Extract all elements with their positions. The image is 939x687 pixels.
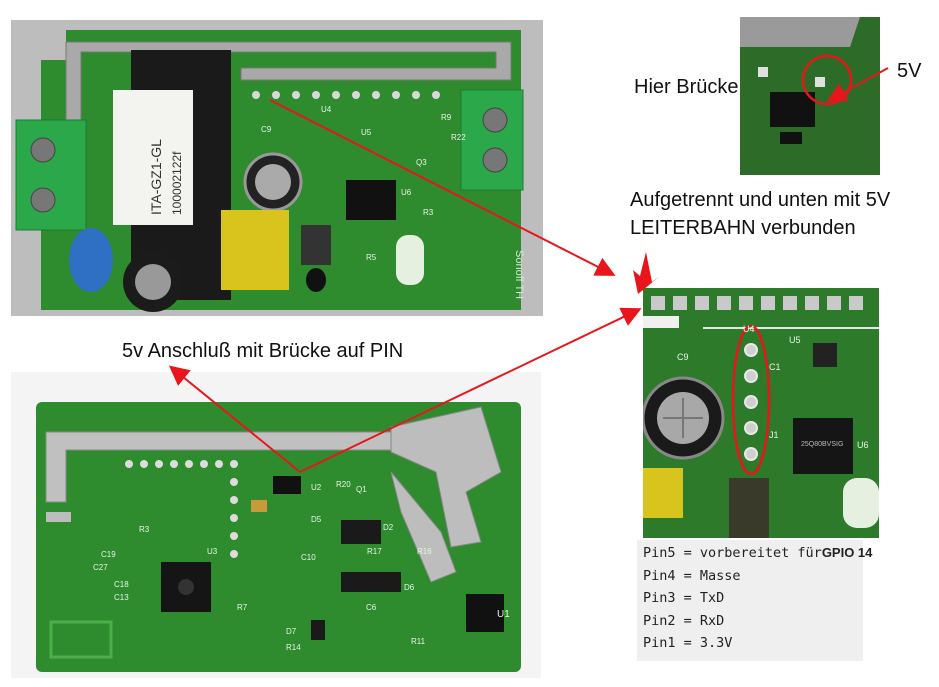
sensor-u5	[813, 343, 837, 367]
svg-text:R7: R7	[237, 603, 248, 612]
arrow-5v	[826, 67, 889, 102]
svg-text:U4: U4	[321, 105, 332, 114]
label-anschluss: 5v Anschluß mit Brücke auf PIN	[122, 340, 404, 362]
arrow-top-to-detail	[269, 99, 616, 276]
transformer-yellow	[221, 210, 289, 290]
svg-text:U4: U4	[743, 324, 755, 334]
led	[396, 235, 424, 285]
svg-text:U2: U2	[311, 483, 322, 492]
svg-text:C19: C19	[101, 550, 116, 559]
svg-text:D5: D5	[311, 515, 322, 524]
regulator-detail	[770, 92, 815, 127]
label-aufgetrennt-line2: LEITERBAHN verbunden	[630, 217, 856, 239]
photo-board-top: ITA-GZ1-GL 100002122f Sonoff TH	[11, 20, 543, 316]
svg-text:C9: C9	[677, 352, 689, 362]
svg-text:R17: R17	[367, 547, 382, 556]
pin-table: Pin5 = vorbereitet fürGPIO 14 Pin4 = Mas…	[637, 540, 873, 661]
pin-highlight-ellipse	[731, 324, 771, 476]
bold-red-arrow	[633, 252, 660, 294]
detail-header-drawing: 25Q80BVSIG U4 U5 U6 C9 C1 J1	[643, 288, 879, 538]
svg-text:R14: R14	[286, 643, 301, 652]
svg-text:U6: U6	[401, 188, 412, 197]
arrow-to-anschluss	[168, 365, 301, 473]
pin-row: Pin5 = vorbereitet fürGPIO 14	[643, 545, 873, 561]
svg-text:R11: R11	[411, 637, 426, 646]
svg-text:R5: R5	[366, 253, 377, 262]
pin-header-5	[744, 343, 758, 461]
svg-text:C10: C10	[301, 553, 316, 562]
arrow-bottom-to-detail	[299, 307, 642, 473]
bridge-circle	[801, 54, 853, 106]
svg-text:C13: C13	[114, 593, 129, 602]
svg-text:C6: C6	[366, 603, 377, 612]
tact-switch	[301, 225, 331, 265]
board-top-drawing: ITA-GZ1-GL 100002122f Sonoff TH	[11, 20, 543, 316]
pin-holes	[125, 460, 238, 558]
label-aufgetrennt: Aufgetrennt und unten mit 5V LEITERBAHN …	[630, 186, 890, 242]
svg-text:U5: U5	[361, 128, 372, 137]
svg-text:U3: U3	[207, 547, 218, 556]
svg-text:D7: D7	[286, 627, 297, 636]
photo-board-bottom: U2 U3 U1 D2 D5 Q1 R20 R17 R16 C19 C27 C1…	[11, 372, 541, 678]
brand-text: Sonoff TH	[513, 250, 525, 299]
chip-u6	[346, 180, 396, 220]
chip-u6-detail	[793, 418, 853, 474]
svg-text:D6: D6	[404, 583, 415, 592]
pin-row: Pin1 = 3.3V	[643, 635, 733, 651]
svg-text:R22: R22	[451, 133, 466, 142]
chip-u1	[466, 594, 504, 632]
varistor-blue	[69, 228, 113, 292]
svg-text:U5: U5	[789, 335, 801, 345]
pcb-bottom	[36, 402, 521, 672]
svg-text:C18: C18	[114, 580, 129, 589]
pin-highlight: GPIO 14	[821, 545, 873, 560]
svg-text:Q1: Q1	[356, 485, 367, 494]
pin-row: Pin4 = Masse	[643, 567, 741, 584]
pin-header-row	[252, 91, 440, 99]
relay-text-1: ITA-GZ1-GL	[148, 139, 164, 215]
label-hier-bruecke: Hier Brücke	[634, 76, 739, 98]
pin-row: Pin3 = TxD	[643, 590, 725, 606]
svg-text:C27: C27	[93, 563, 108, 572]
terminal-left	[15, 119, 87, 231]
svg-text:C9: C9	[261, 125, 272, 134]
relay-label	[113, 90, 193, 225]
label-5v: 5V	[897, 60, 922, 82]
svg-text:J1: J1	[769, 430, 779, 440]
svg-text:R20: R20	[336, 480, 351, 489]
photo-detail-header: 25Q80BVSIG U4 U5 U6 C9 C1 J1	[643, 288, 879, 538]
svg-text:U6: U6	[857, 440, 869, 450]
svg-text:R3: R3	[139, 525, 150, 534]
svg-text:C1: C1	[769, 362, 781, 372]
regulator-u2	[273, 476, 301, 494]
chip-text: 25Q80BVSIG	[801, 441, 843, 448]
svg-text:U1: U1	[497, 609, 510, 620]
switch-detail	[729, 478, 769, 538]
svg-text:D2: D2	[383, 523, 394, 532]
board-bottom-drawing: U2 U3 U1 D2 D5 Q1 R20 R17 R16 C19 C27 C1…	[11, 372, 541, 678]
relay-text-2: 100002122f	[170, 151, 184, 215]
svg-text:R3: R3	[423, 208, 434, 217]
svg-text:Q3: Q3	[416, 158, 427, 167]
terminal-right	[460, 89, 524, 191]
svg-text:R9: R9	[441, 113, 452, 122]
svg-text:R16: R16	[417, 547, 432, 556]
pin-row: Pin2 = RxD	[643, 612, 725, 629]
label-aufgetrennt-line1: Aufgetrennt und unten mit 5V	[630, 189, 891, 211]
